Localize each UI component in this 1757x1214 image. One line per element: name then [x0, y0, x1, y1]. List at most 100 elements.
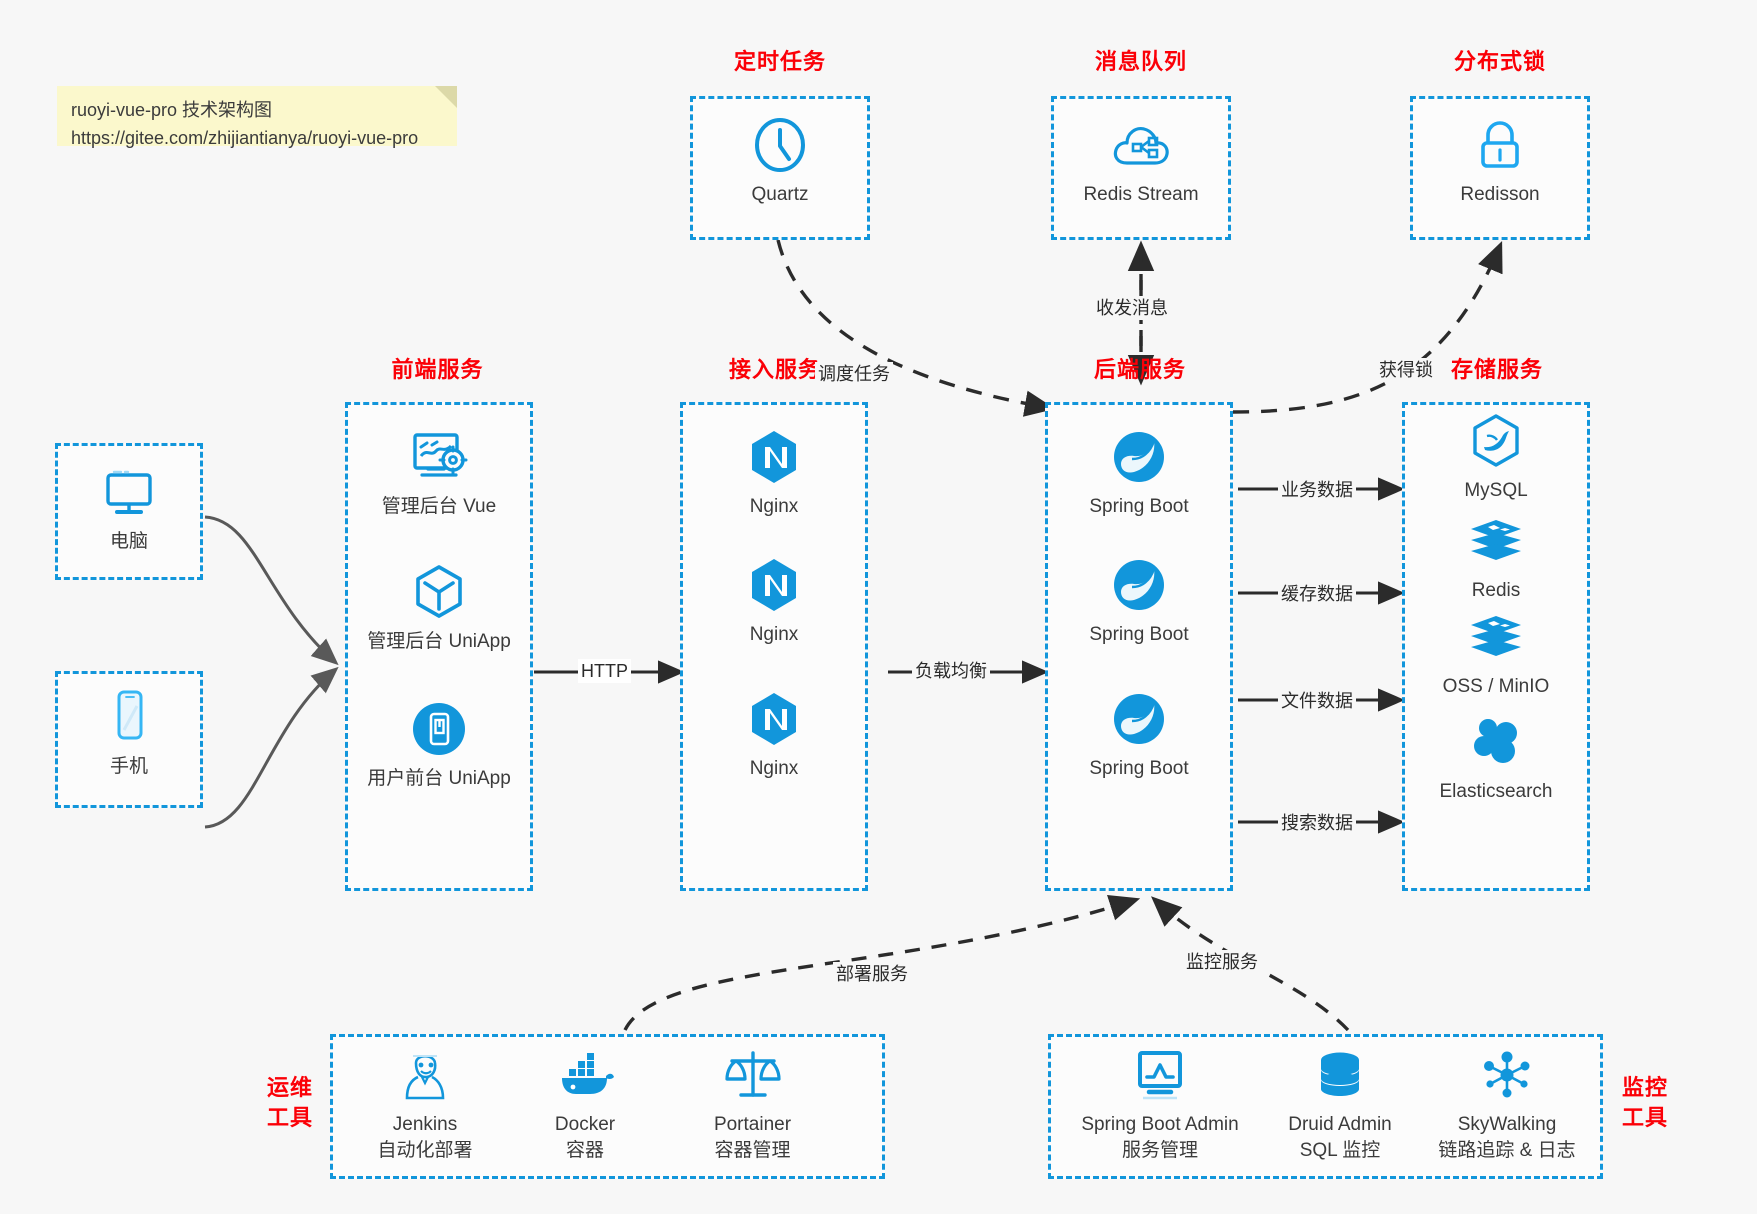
- group-title-message-queue: 消息队列: [1094, 49, 1187, 74]
- node-user-uniapp[interactable]: 用户前台 UniApp: [349, 700, 529, 792]
- group-backend: [1045, 402, 1233, 891]
- group-title-devops: 运维 工具: [258, 1073, 322, 1133]
- redis-stack-icon: [1466, 512, 1526, 570]
- node-label: 管理后台 Vue: [381, 496, 497, 517]
- node-label: Redis: [1471, 580, 1521, 601]
- node-sublabel: 链路追踪 & 日志: [1438, 1140, 1576, 1161]
- node-label: Redisson: [1460, 184, 1540, 205]
- mysql-dolphin-icon: [1468, 412, 1524, 470]
- node-spring-boot-2[interactable]: Spring Boot: [1049, 556, 1229, 648]
- node-elasticsearch[interactable]: Elasticsearch: [1406, 713, 1586, 805]
- note-fold-icon: [435, 86, 457, 108]
- node-label: OSS / MinIO: [1442, 676, 1550, 697]
- group-message-queue: [1051, 96, 1231, 240]
- group-title-scheduled-task: 定时任务: [733, 49, 826, 74]
- nginx-icon: [746, 428, 802, 486]
- group-title-frontend: 前端服务: [391, 357, 484, 382]
- group-gateway: [680, 402, 868, 891]
- node-label: Redis Stream: [1083, 184, 1199, 205]
- group-title-monitor-line1: 监控: [1621, 1075, 1668, 1100]
- edge-label-deploy-service: 部署服务: [833, 962, 911, 986]
- group-title-storage: 存储服务: [1450, 357, 1543, 382]
- node-redis-stream[interactable]: Redis Stream: [1061, 116, 1221, 208]
- node-sublabel: 服务管理: [1121, 1140, 1198, 1161]
- edge-label-load-balance: 负载均衡: [912, 659, 990, 683]
- node-mobile[interactable]: 手机: [65, 688, 193, 780]
- lock-icon: [1474, 116, 1526, 174]
- node-redis[interactable]: Redis: [1406, 512, 1586, 604]
- node-docker[interactable]: Docker 容器: [505, 1046, 665, 1164]
- node-label: MySQL: [1464, 480, 1528, 501]
- spring-leaf-icon: [1110, 556, 1168, 614]
- node-nginx-1[interactable]: Nginx: [684, 428, 864, 520]
- group-frontend: [345, 402, 533, 891]
- node-label: 用户前台 UniApp: [367, 768, 511, 789]
- node-nginx-2[interactable]: Nginx: [684, 556, 864, 648]
- cube-icon: [412, 563, 466, 621]
- edge-label-cache-data: 缓存数据: [1278, 582, 1356, 606]
- node-label: Nginx: [749, 758, 799, 779]
- node-label: Spring Boot: [1089, 496, 1189, 517]
- dashboard-gear-icon: [408, 428, 470, 486]
- node-mysql[interactable]: MySQL: [1406, 412, 1586, 504]
- note-line-2: https://gitee.com/zhijiantianya/ruoyi-vu…: [71, 128, 419, 148]
- edge-label-acquire-lock: 获得锁: [1376, 358, 1436, 382]
- sticky-note: ruoyi-vue-pro 技术架构图 https://gitee.com/zh…: [57, 86, 457, 148]
- node-oss-minio[interactable]: OSS / MinIO: [1406, 608, 1586, 700]
- node-redisson[interactable]: Redisson: [1420, 116, 1580, 208]
- note-line-1: ruoyi-vue-pro 技术架构图: [71, 100, 273, 120]
- node-sublabel: 容器管理: [714, 1140, 791, 1161]
- node-quartz[interactable]: Quartz: [700, 116, 860, 208]
- node-spring-boot-1[interactable]: Spring Boot: [1049, 428, 1229, 520]
- jenkins-butler-icon: [397, 1046, 453, 1104]
- network-nodes-icon: [1478, 1046, 1536, 1104]
- monitor-chart-icon: [1131, 1046, 1189, 1104]
- node-label: Portainer: [713, 1114, 792, 1135]
- node-sublabel: 容器: [565, 1140, 604, 1161]
- smartphone-icon: [107, 688, 151, 746]
- node-label: Nginx: [749, 496, 799, 517]
- edge-label-monitor-service: 监控服务: [1183, 950, 1261, 974]
- database-icon: [1312, 1046, 1368, 1104]
- edge-label-http: HTTP: [578, 659, 631, 683]
- redis-stack-icon: [1466, 608, 1526, 666]
- node-spring-boot-3[interactable]: Spring Boot: [1049, 690, 1229, 782]
- mobile-app-icon: [411, 700, 467, 758]
- node-label: Spring Boot: [1089, 758, 1189, 779]
- group-devops: [330, 1034, 885, 1179]
- group-title-gateway: 接入服务: [728, 357, 821, 382]
- node-label: Docker: [554, 1114, 616, 1135]
- node-pc[interactable]: 电脑: [65, 463, 193, 555]
- node-label: 电脑: [109, 531, 148, 552]
- node-skywalking[interactable]: SkyWalking 链路追踪 & 日志: [1412, 1046, 1602, 1164]
- node-label: Spring Boot Admin: [1081, 1114, 1239, 1135]
- node-label: Druid Admin: [1288, 1114, 1392, 1135]
- edge-label-schedule-task: 调度任务: [815, 362, 893, 386]
- node-portainer[interactable]: Portainer 容器管理: [665, 1046, 840, 1164]
- nginx-icon: [746, 690, 802, 748]
- node-label: Jenkins: [392, 1114, 458, 1135]
- group-distributed-lock: [1410, 96, 1590, 240]
- nginx-icon: [746, 556, 802, 614]
- clock-icon: [752, 116, 808, 174]
- spring-leaf-icon: [1110, 428, 1168, 486]
- node-label: 手机: [109, 756, 148, 777]
- node-admin-uniapp[interactable]: 管理后台 UniApp: [349, 563, 529, 655]
- node-spring-boot-admin[interactable]: Spring Boot Admin 服务管理: [1060, 1046, 1260, 1164]
- group-title-monitor: 监控 工具: [1613, 1073, 1677, 1133]
- group-title-devops-line1: 运维: [266, 1075, 313, 1100]
- elasticsearch-icon: [1468, 713, 1524, 771]
- group-title-backend: 后端服务: [1093, 357, 1186, 382]
- edge-label-business-data: 业务数据: [1278, 478, 1356, 502]
- desktop-icon: [99, 463, 159, 521]
- node-nginx-3[interactable]: Nginx: [684, 690, 864, 782]
- node-admin-vue[interactable]: 管理后台 Vue: [349, 428, 529, 520]
- node-label: Spring Boot: [1089, 624, 1189, 645]
- node-sublabel: SQL 监控: [1299, 1140, 1381, 1161]
- node-label: SkyWalking: [1457, 1114, 1557, 1135]
- node-jenkins[interactable]: Jenkins 自动化部署: [345, 1046, 505, 1164]
- node-druid-admin[interactable]: Druid Admin SQL 监控: [1255, 1046, 1425, 1164]
- group-title-devops-line2: 工具: [266, 1105, 313, 1130]
- node-label: Quartz: [751, 184, 809, 205]
